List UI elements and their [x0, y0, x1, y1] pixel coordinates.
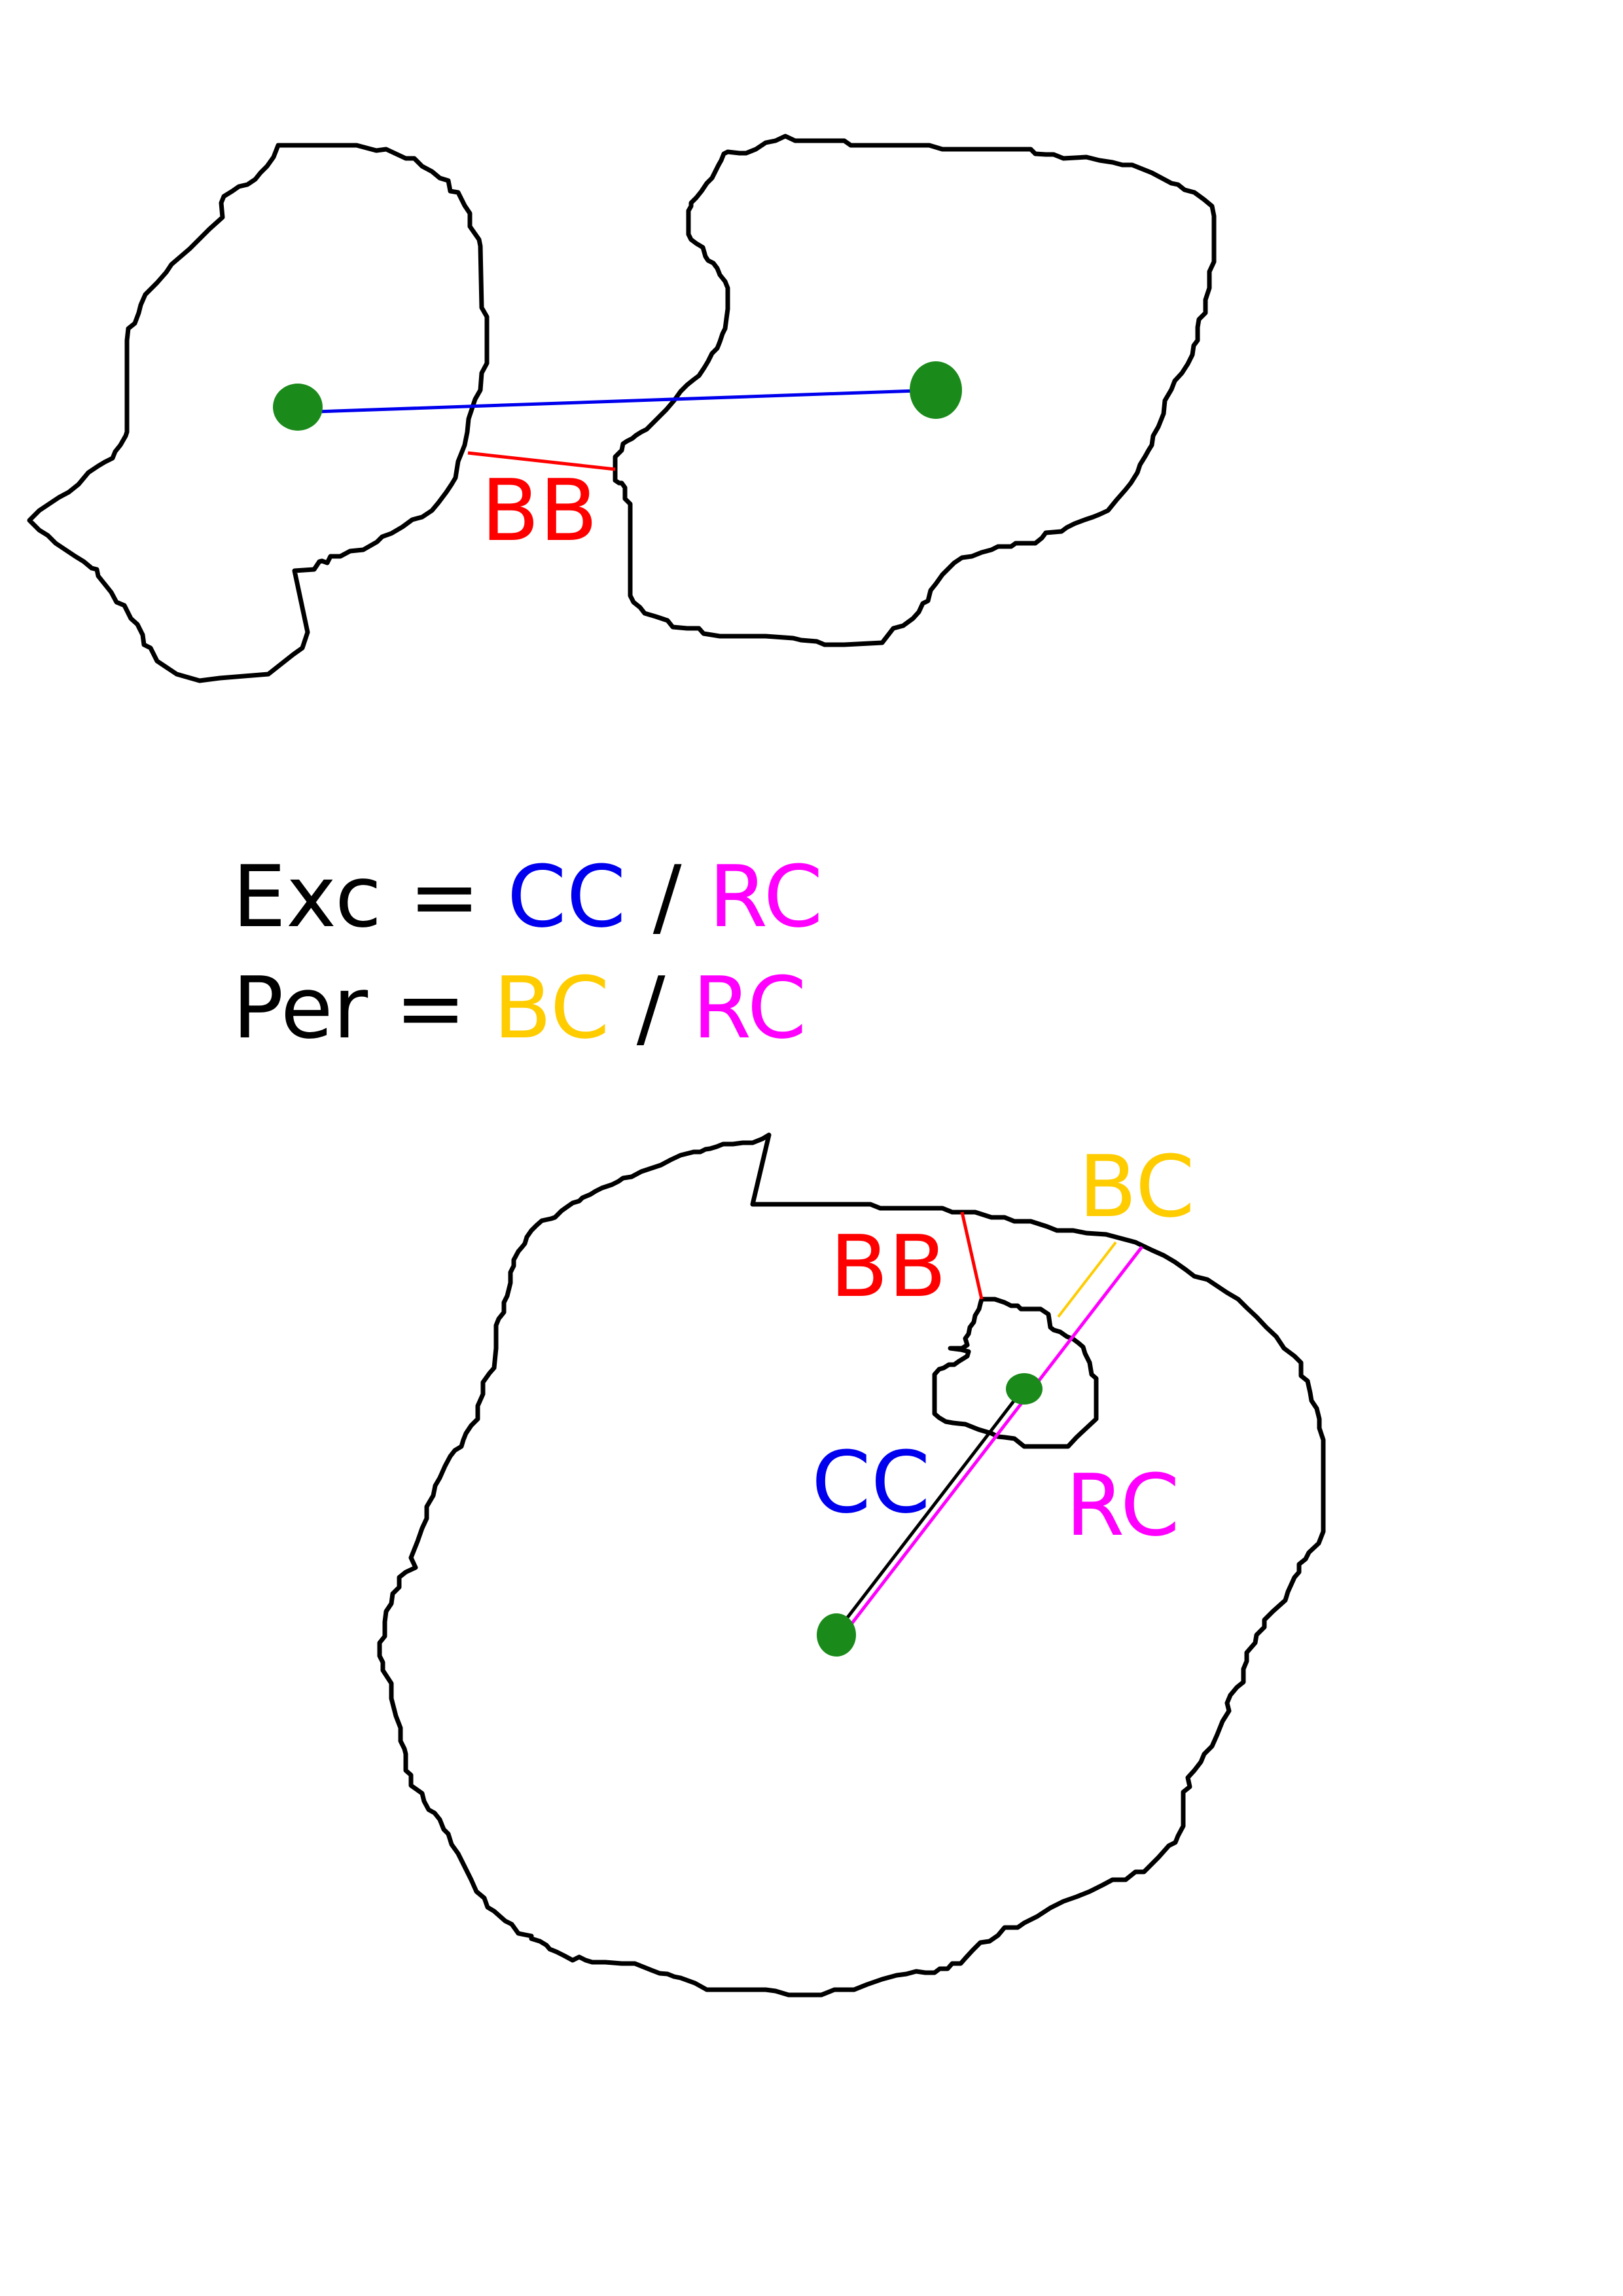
bottom-bb-label: BB: [830, 1217, 946, 1316]
bottom-rc-label: RC: [1065, 1456, 1180, 1555]
outer-region-outline: [377, 1132, 1326, 1998]
per-name: Per: [232, 958, 368, 1058]
bottom-rc-line: [840, 1246, 1143, 1639]
bottom-bc-line: [1057, 1241, 1117, 1318]
per-denominator-rc: RC: [692, 958, 807, 1058]
bottom-cc-label: CC: [812, 1433, 931, 1532]
per-numerator-bc: BC: [493, 958, 610, 1058]
formulas: Exc = CC / RC Per = BC / RC: [232, 847, 823, 1058]
per-formula: Per = BC / RC: [232, 958, 807, 1058]
inner-region-outline: [932, 1297, 1099, 1449]
per-eq: =: [368, 958, 493, 1058]
exc-denominator-rc: RC: [709, 847, 823, 946]
bottom-bc-label: BC: [1079, 1137, 1195, 1236]
top-bb-label: BB: [481, 461, 597, 560]
right-region-outline: [613, 134, 1217, 647]
exc-numerator-cc: CC: [507, 847, 626, 946]
exc-formula: Exc = CC / RC: [232, 847, 823, 946]
top-right-centroid: [910, 361, 962, 419]
left-region-outline: [27, 143, 490, 683]
per-slash: /: [609, 958, 692, 1058]
outer-centroid: [817, 1613, 856, 1657]
top-bb-line: [467, 451, 616, 471]
exc-eq: =: [382, 847, 507, 946]
bottom-diagram: BC BB CC RC: [377, 1132, 1326, 1998]
inner-centroid: [1006, 1373, 1043, 1405]
bottom-cc-line: [834, 1386, 1026, 1635]
bottom-bb-line: [960, 1211, 984, 1300]
exc-name: Exc: [232, 847, 382, 946]
top-cc-line: [297, 388, 936, 414]
top-diagram: BB: [27, 134, 1217, 683]
exc-slash: /: [626, 847, 708, 946]
top-left-centroid: [273, 384, 323, 431]
